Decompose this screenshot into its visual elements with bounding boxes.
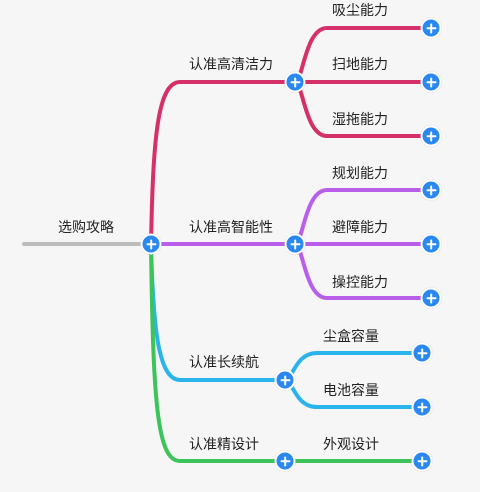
branch-label: 认准高智能性 xyxy=(189,220,273,236)
leaf-expand-icon[interactable] xyxy=(411,450,433,472)
leaf-expand-icon[interactable] xyxy=(420,287,442,309)
leaf-label: 避障能力 xyxy=(332,220,388,236)
leaf-label: 吸尘能力 xyxy=(332,3,388,19)
leaf-label: 操控能力 xyxy=(332,275,388,291)
branch-label: 认准精设计 xyxy=(189,437,259,453)
leaf-expand-icon[interactable] xyxy=(420,17,442,39)
leaf-expand-icon[interactable] xyxy=(420,125,442,147)
root-label: 选购攻略 xyxy=(58,220,114,236)
leaf-label: 湿拖能力 xyxy=(332,112,388,128)
leaf-expand-icon[interactable] xyxy=(420,233,442,255)
leaf-connector xyxy=(293,26,433,84)
leaf-label: 规划能力 xyxy=(332,166,388,182)
branch-label: 认准高清洁力 xyxy=(189,57,273,73)
leaf-expand-icon[interactable] xyxy=(420,71,442,93)
leaf-expand-icon[interactable] xyxy=(411,396,433,418)
branch-label: 认准长续航 xyxy=(189,355,259,371)
branch-connector xyxy=(149,242,287,463)
branch-expand-icon[interactable] xyxy=(274,450,296,472)
leaf-label: 扫地能力 xyxy=(332,57,388,73)
leaf-label: 电池容量 xyxy=(323,383,379,399)
root-expand-icon[interactable] xyxy=(140,233,162,255)
leaf-label: 外观设计 xyxy=(323,437,379,453)
branch-expand-icon[interactable] xyxy=(284,233,306,255)
leaf-expand-icon[interactable] xyxy=(411,342,433,364)
branch-connector xyxy=(149,80,297,246)
branch-expand-icon[interactable] xyxy=(284,71,306,93)
leaf-label: 尘盒容量 xyxy=(323,329,379,345)
branch-expand-icon[interactable] xyxy=(274,369,296,391)
leaf-expand-icon[interactable] xyxy=(420,179,442,201)
leaf-connector xyxy=(283,351,424,382)
